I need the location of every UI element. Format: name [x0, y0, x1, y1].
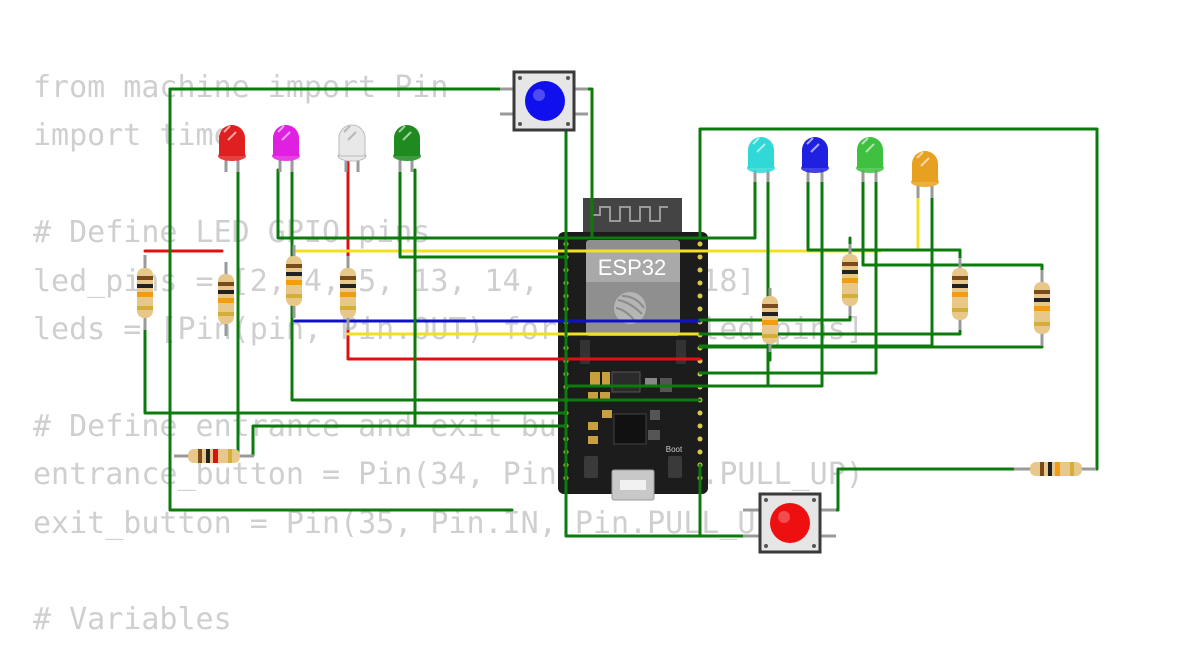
wire-green-16 [861, 178, 1044, 284]
wifi-antenna [583, 198, 682, 238]
resistor-2[interactable] [218, 262, 234, 336]
push-button-blue[interactable] [500, 70, 588, 132]
wire-green-14 [806, 178, 962, 270]
wire-green-8 [413, 168, 568, 428]
resistor-button-left[interactable] [174, 449, 254, 463]
circuit-diagram[interactable]: ESP32 Boot [0, 0, 1200, 630]
wire-green-21 [698, 318, 962, 336]
resistor-6[interactable] [842, 244, 858, 316]
led-green-left[interactable] [393, 125, 421, 172]
wire-red [346, 160, 702, 361]
en-button [584, 456, 598, 478]
resistor-3[interactable] [286, 245, 302, 318]
wire-green-18 [698, 196, 934, 348]
wire-green-15 [698, 178, 824, 388]
resistor-4[interactable] [340, 256, 356, 330]
led-blue[interactable] [801, 137, 829, 182]
push-button-red[interactable] [743, 492, 836, 554]
resistor-5[interactable] [762, 288, 778, 352]
led-magenta[interactable] [272, 125, 300, 172]
code-line: # Define LED GPIO pins [33, 215, 431, 251]
board-label: ESP32 [598, 255, 667, 280]
wire-green-24 [820, 467, 1032, 512]
code-line: led_pins = [2, 4, 5, 13, 14, 15, 16, 18] [33, 263, 756, 299]
wire-green-4 [251, 424, 568, 457]
wire-green-2 [143, 316, 568, 415]
led-orange[interactable] [911, 151, 939, 198]
wire-green-17 [698, 178, 878, 375]
wire-yellow-top [293, 196, 920, 253]
led-white[interactable] [337, 124, 367, 172]
wire-green-25 [698, 463, 759, 538]
boot-button [668, 456, 682, 478]
led-cyan[interactable] [747, 137, 775, 182]
esp32-board[interactable]: ESP32 Boot [558, 198, 708, 501]
wire-green-12 [564, 178, 757, 240]
espressif-logo-swirl [615, 295, 645, 321]
resistor-1[interactable] [137, 255, 153, 330]
module-label-band [586, 252, 680, 282]
usb-port [620, 480, 646, 490]
resistor-button-right[interactable] [1014, 462, 1096, 476]
wire-green-7 [398, 168, 568, 259]
wire-green-5 [276, 168, 568, 240]
antenna-trace [592, 206, 668, 222]
resistor-8[interactable] [1034, 270, 1050, 346]
led-green-right[interactable] [856, 137, 884, 182]
wire-green-6 [290, 168, 702, 402]
resistor-7[interactable] [952, 258, 968, 330]
boot-label: Boot [666, 445, 683, 454]
wire-green-1 [168, 87, 514, 512]
led-red[interactable] [218, 125, 246, 172]
